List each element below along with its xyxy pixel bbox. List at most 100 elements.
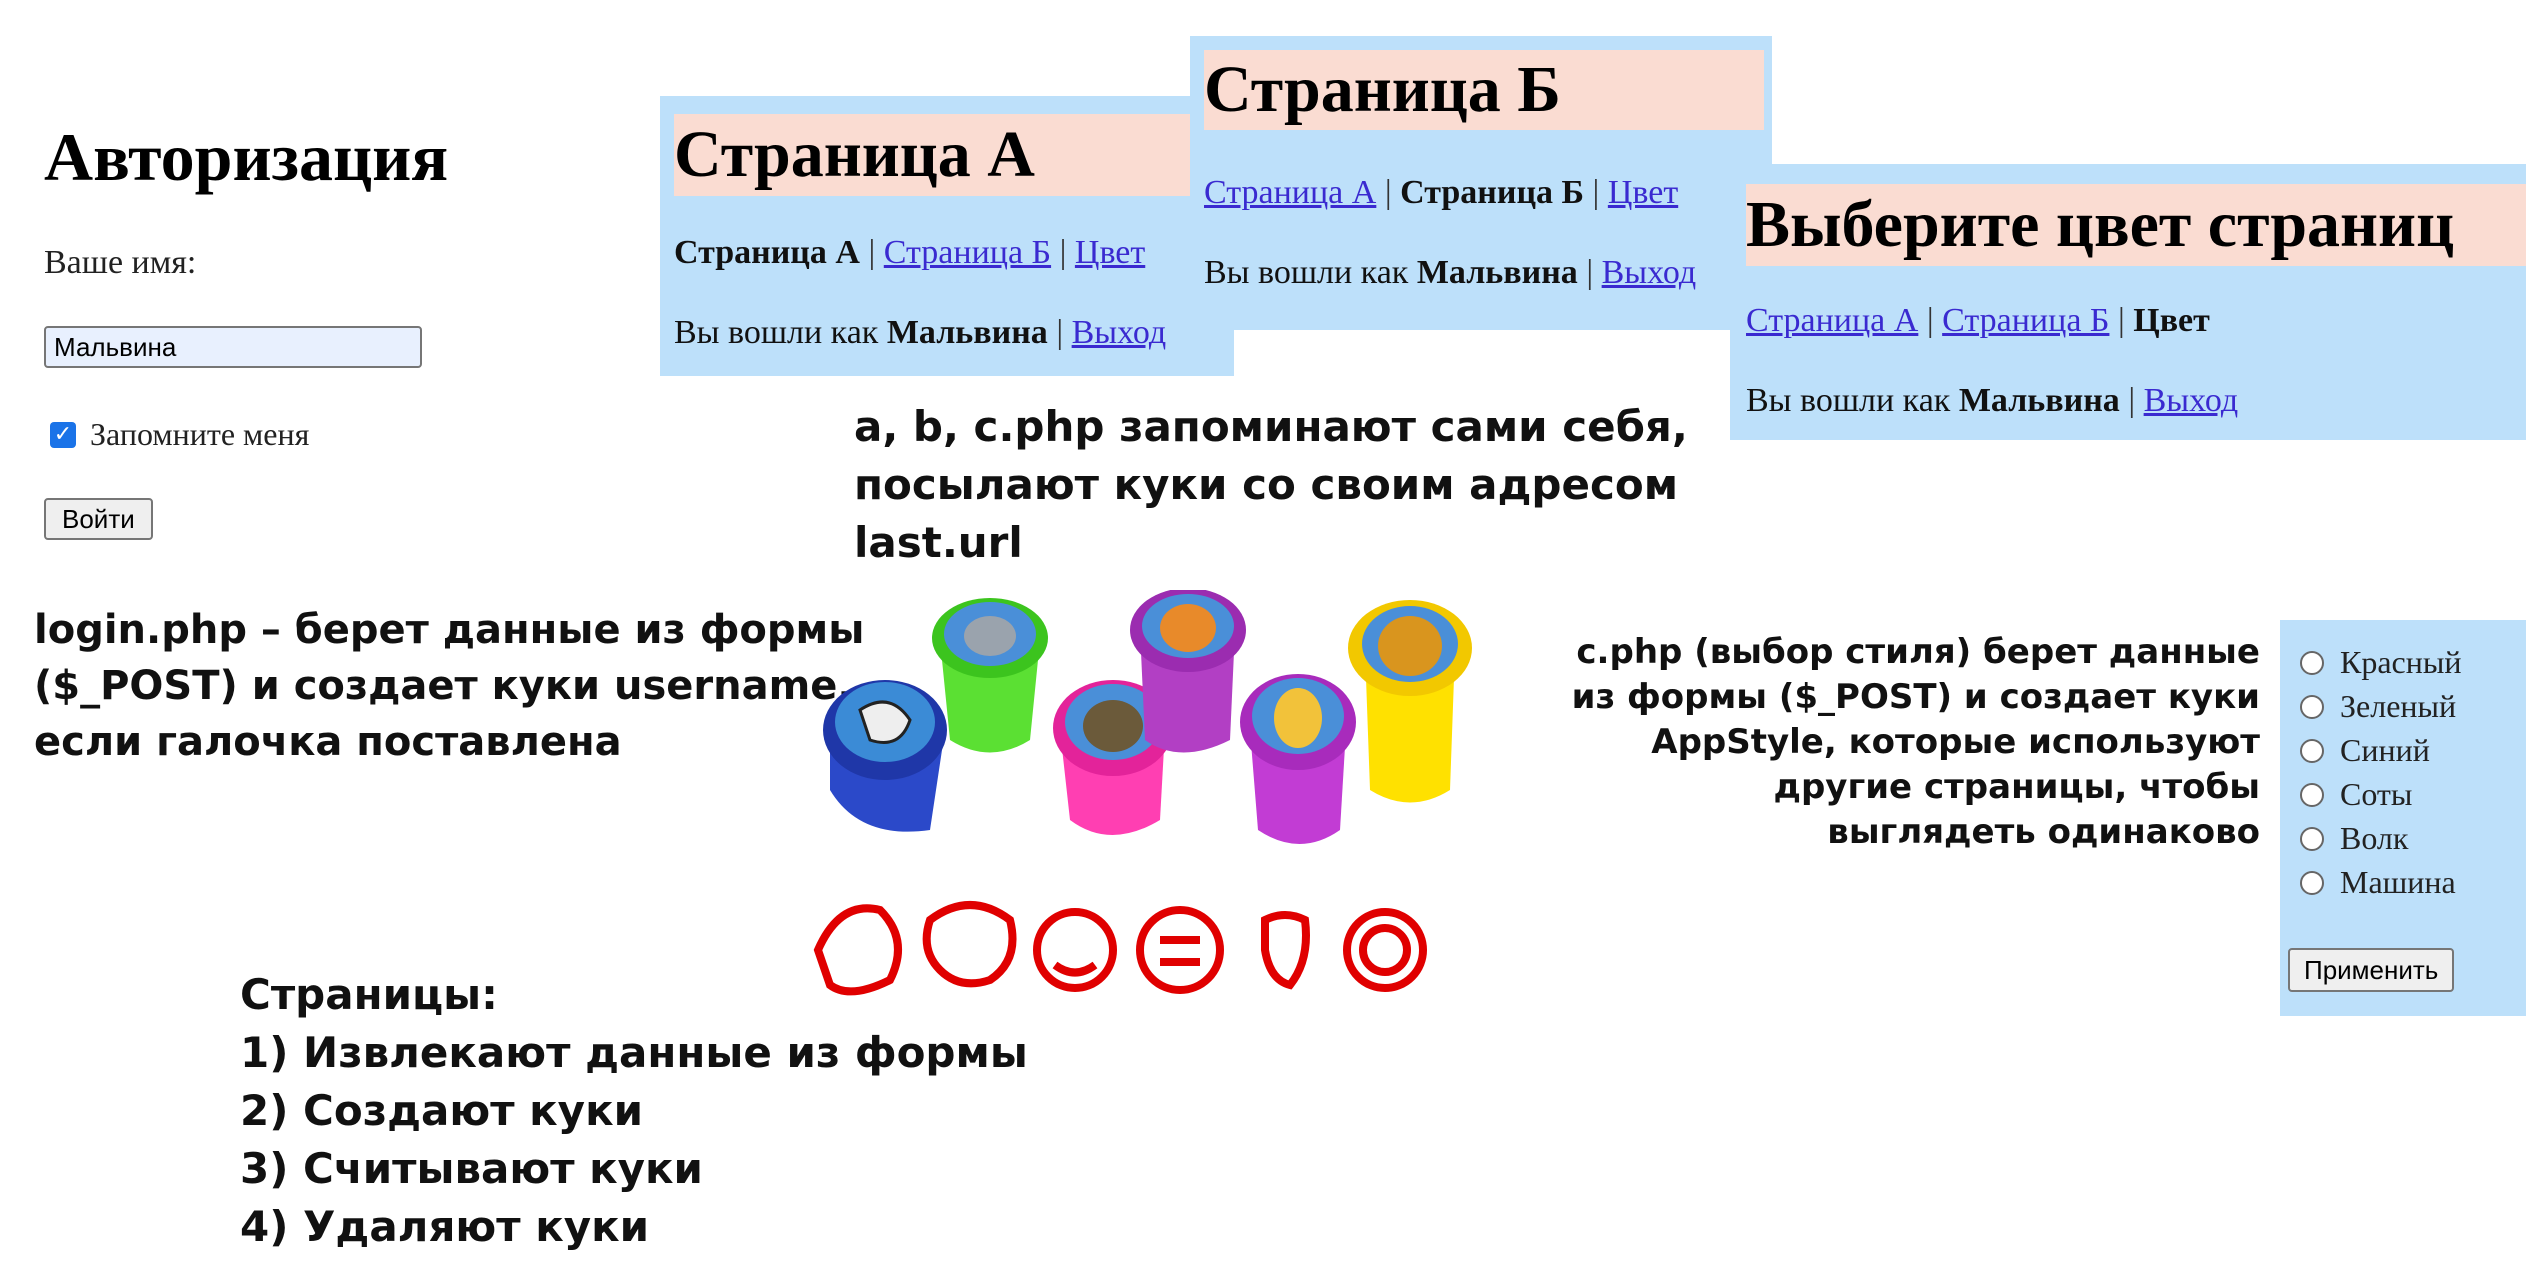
- page-b-title: Страница Б: [1204, 50, 1764, 130]
- radio-option-wolf[interactable]: Волк: [2300, 820, 2408, 857]
- name-label: Ваше имя:: [44, 244, 197, 281]
- stamp-tiger-icon: [1130, 590, 1246, 753]
- note-line: 3) Считывают куки: [240, 1144, 703, 1193]
- note-line: 2) Создают куки: [240, 1086, 643, 1135]
- style-form: Красный Зеленый Синий Соты Волк Машина П…: [2280, 620, 2526, 1016]
- stamp-zebra-icon: [823, 680, 947, 832]
- note-login-php: login.php – берет данные из формы ($_POS…: [34, 602, 864, 770]
- page-c-screenshot: Выберите цвет страниц Страница А | Стран…: [1730, 164, 2526, 440]
- page-b-screenshot: Страница Б Страница А | Страница Б | Цве…: [1190, 36, 1772, 330]
- user-separator: |: [2128, 382, 2136, 419]
- radio-label: Волк: [2340, 820, 2409, 856]
- nav-separator: |: [868, 234, 876, 271]
- nav-link-color[interactable]: Цвет: [1607, 174, 1679, 211]
- note-line: если галочка поставлена: [34, 719, 622, 765]
- stamp-prints: [813, 901, 1427, 996]
- note-line: login.php – берет данные из формы: [34, 607, 865, 653]
- radio-option-car[interactable]: Машина: [2300, 864, 2456, 901]
- nav-link-page-a[interactable]: Страница А: [1746, 302, 1919, 339]
- note-line: 4) Удаляют куки: [240, 1202, 650, 1251]
- user-name: Мальвина: [1958, 382, 2120, 419]
- nav-current-page-a: Страница А: [674, 234, 860, 271]
- note-pages-steps: Страницы: 1) Извлекают данные из формы 2…: [240, 966, 1028, 1256]
- print-elephant-icon: [922, 901, 1017, 988]
- page-c-nav: Страница А | Страница Б | Цвет: [1746, 302, 2210, 340]
- radio-option-green[interactable]: Зеленый: [2300, 688, 2456, 725]
- radio-option-blue[interactable]: Синий: [2300, 732, 2430, 769]
- user-prefix: Вы вошли как: [674, 314, 879, 351]
- note-line: a, b, c.php запоминают сами себя,: [854, 402, 1688, 451]
- radio-button[interactable]: [2300, 738, 2324, 763]
- radio-label: Синий: [2340, 732, 2430, 768]
- note-line: 1) Извлекают данные из формы: [240, 1028, 1028, 1077]
- page-a-screenshot: Страница А Страница А | Страница Б | Цве…: [660, 96, 1234, 376]
- radio-option-honeycomb[interactable]: Соты: [2300, 776, 2412, 813]
- page-c-user-line: Вы вошли как Мальвина | Выход: [1746, 382, 2238, 420]
- nav-separator: |: [1384, 174, 1392, 211]
- login-button[interactable]: Войти: [44, 498, 153, 540]
- stamp-monkey-icon: [1053, 680, 1173, 835]
- logout-link[interactable]: Выход: [1601, 254, 1697, 291]
- stamps-illustration: [813, 590, 1472, 996]
- page-a-nav: Страница А | Страница Б | Цвет: [674, 234, 1145, 272]
- page-b-user-line: Вы вошли как Мальвина | Выход: [1204, 254, 1696, 292]
- note-line: другие страницы, чтобы: [1773, 767, 2261, 807]
- note-line: AppStyle, которые используют: [1651, 722, 2260, 762]
- stamp-elephant-icon: [932, 598, 1048, 753]
- note-c-php: c.php (выбор стиля) берет данные из форм…: [1560, 630, 2260, 855]
- note-line: ($_POST) и создает куки username,: [34, 663, 853, 709]
- print-lion-icon: [1343, 908, 1427, 992]
- note-line: c.php (выбор стиля) берет данные: [1576, 632, 2260, 672]
- remember-me-row[interactable]: ✓ Запомните меня: [50, 416, 309, 453]
- page-a-user-line: Вы вошли как Мальвина | Выход: [674, 314, 1166, 352]
- note-line: посылают куки со своим адресом: [854, 460, 1679, 509]
- note-abc-cookies: a, b, c.php запоминают сами себя, посыла…: [854, 398, 1688, 572]
- stamp-lion-icon: [1348, 600, 1472, 803]
- remember-checkbox[interactable]: ✓: [50, 421, 76, 448]
- nav-separator: |: [1059, 234, 1067, 271]
- note-line: выглядеть одинаково: [1827, 812, 2260, 852]
- print-zebra-icon: [813, 904, 902, 996]
- note-line: из формы ($_POST) и создает куки: [1571, 677, 2260, 717]
- radio-button[interactable]: [2300, 782, 2324, 807]
- apply-button[interactable]: Применить: [2288, 948, 2455, 992]
- user-name: Мальвина: [1416, 254, 1578, 291]
- login-title: Авторизация: [44, 119, 449, 195]
- nav-link-color[interactable]: Цвет: [1074, 234, 1146, 271]
- nav-separator: |: [1926, 302, 1934, 339]
- user-separator: |: [1586, 254, 1594, 291]
- print-monkey-icon: [1033, 908, 1117, 992]
- nav-link-page-a[interactable]: Страница А: [1204, 174, 1377, 211]
- logout-link[interactable]: Выход: [1071, 314, 1167, 351]
- nav-link-page-b[interactable]: Страница Б: [883, 234, 1052, 271]
- name-input[interactable]: [44, 326, 422, 368]
- page-b-nav: Страница А | Страница Б | Цвет: [1204, 174, 1678, 212]
- nav-separator: |: [1592, 174, 1600, 211]
- user-prefix: Вы вошли как: [1204, 254, 1409, 291]
- user-prefix: Вы вошли как: [1746, 382, 1951, 419]
- page-a-title: Страница А: [674, 114, 1216, 196]
- user-name: Мальвина: [886, 314, 1048, 351]
- logout-link[interactable]: Выход: [2143, 382, 2239, 419]
- radio-label: Красный: [2340, 644, 2462, 680]
- nav-current-color: Цвет: [2133, 302, 2210, 339]
- note-line: Страницы:: [240, 970, 498, 1019]
- note-line: last.url: [854, 518, 1023, 567]
- nav-separator: |: [2117, 302, 2125, 339]
- page-c-title: Выберите цвет страниц: [1746, 184, 2526, 266]
- radio-button[interactable]: [2300, 870, 2324, 895]
- radio-button[interactable]: [2300, 650, 2324, 675]
- nav-link-page-b[interactable]: Страница Б: [1942, 302, 2110, 339]
- remember-label: Запомните меня: [90, 416, 310, 452]
- radio-label: Соты: [2340, 776, 2413, 812]
- radio-label: Зеленый: [2340, 688, 2457, 724]
- print-giraffe-icon: [1261, 911, 1310, 990]
- user-separator: |: [1056, 314, 1064, 351]
- radio-button[interactable]: [2300, 826, 2324, 851]
- radio-option-red[interactable]: Красный: [2300, 644, 2462, 681]
- print-tiger-icon: [1136, 906, 1224, 994]
- stamp-giraffe-icon: [1240, 674, 1356, 844]
- nav-current-page-b: Страница Б: [1400, 174, 1585, 211]
- radio-button[interactable]: [2300, 694, 2324, 719]
- radio-label: Машина: [2340, 864, 2456, 900]
